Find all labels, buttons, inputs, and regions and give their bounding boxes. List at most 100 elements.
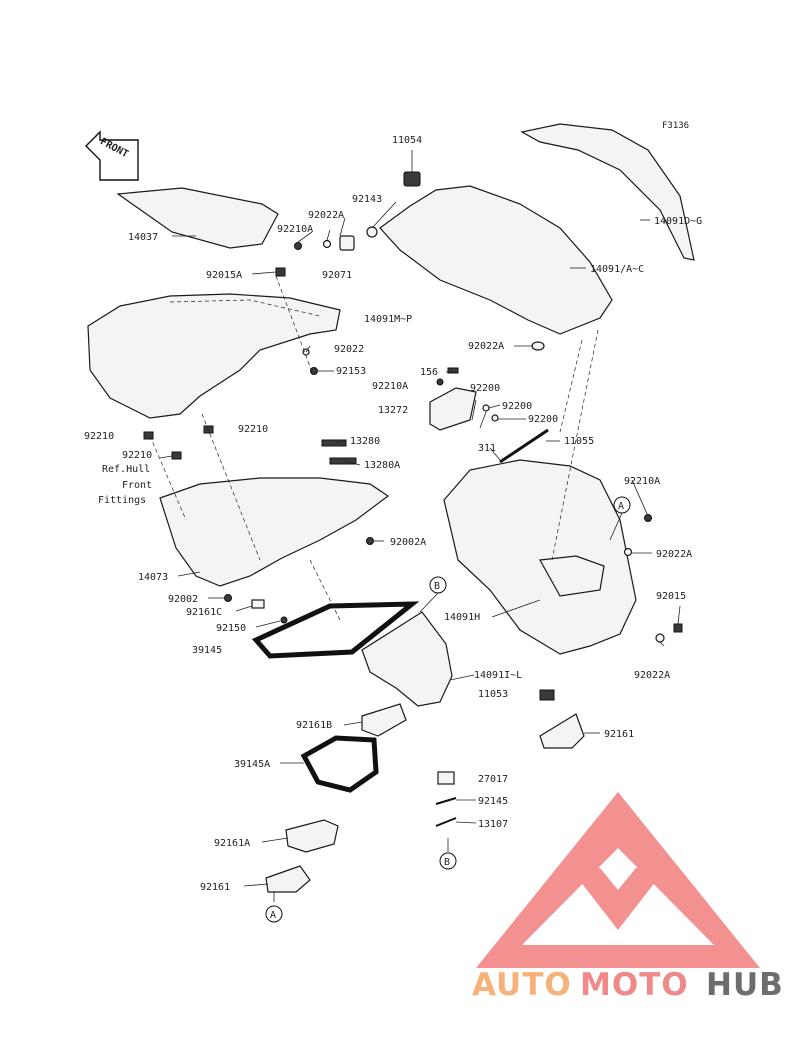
part-92161-pad-low [265, 865, 311, 893]
part-92210A-nut-mid [436, 378, 444, 386]
part-92022A-washer-right [623, 547, 633, 557]
part-92022A-washer-mid [531, 341, 545, 351]
callout-13107: 13107 [478, 819, 508, 830]
part-92002A-bolt [366, 537, 374, 545]
part-92071-bushing [339, 235, 355, 251]
part-14091H-hood [443, 459, 637, 655]
callout-14073: 14073 [138, 572, 168, 583]
callout-13280A: 13280A [364, 460, 400, 471]
callout-92161A: 92161A [214, 838, 250, 849]
callout-92015: 92015 [656, 591, 686, 602]
part-11053-stopper [539, 689, 555, 701]
part-92210A-nut-top [294, 242, 302, 250]
watermark-moto: MOTO [580, 967, 689, 1003]
watermark-logo [476, 792, 760, 968]
callout-92161B: 92161B [296, 720, 332, 731]
part-92210-nut-left [143, 431, 154, 440]
watermark-brand-text: AUTO MOTO HUB [472, 967, 784, 1003]
ref-hull-note-3: Fittings [98, 495, 146, 506]
callout-92145: 92145 [478, 796, 508, 807]
part-27017-block [437, 771, 455, 785]
part-92015-clip [673, 623, 683, 633]
callout-92210A-mid: 92210A [372, 381, 408, 392]
callout-14091H: 14091H [444, 612, 480, 623]
callout-39145: 39145 [192, 645, 222, 656]
callout-14091A-C: 14091/A~C [590, 264, 644, 275]
callout-92161C: 92161C [186, 607, 222, 618]
callout-92210-mid: 92210 [238, 424, 268, 435]
figure-code: F3136 [662, 121, 689, 131]
part-92210-nut-hull [171, 451, 182, 460]
part-13280A-plate [329, 457, 357, 465]
front-direction-arrow: FRONT [85, 130, 139, 181]
part-92161B-pad [361, 703, 407, 737]
part-11055-rod [499, 428, 549, 464]
callout-92210-left: 92210 [84, 431, 114, 442]
callout-92022: 92022 [334, 344, 364, 355]
callout-92161-right: 92161 [604, 729, 634, 740]
part-92200-washer-b [491, 414, 499, 422]
callout-92210-hull: 92210 [122, 450, 152, 461]
callout-92022A-low: 92022A [634, 670, 670, 681]
part-14037-cover [116, 187, 279, 249]
marker-B-top: B [434, 581, 440, 592]
leader-lines [149, 150, 681, 902]
callout-92200-c: 92200 [528, 414, 558, 425]
callout-92200-a: 92200 [470, 383, 500, 394]
callout-92150: 92150 [216, 623, 246, 634]
part-39145A-gasket [300, 735, 379, 793]
part-14091H-insert [539, 555, 605, 597]
callout-39145A: 39145A [234, 759, 270, 770]
part-92015A-clip [275, 267, 286, 277]
part-92161-pad-right [539, 713, 585, 749]
part-156-screw [447, 367, 459, 374]
callout-14091I-L: 14091I~L [474, 670, 522, 681]
watermark-auto: AUTO [472, 967, 572, 1003]
part-92153-bolt [310, 367, 318, 375]
part-92022A-washer-top [322, 239, 332, 249]
callout-92200-b: 92200 [502, 401, 532, 412]
part-92200-washer-a [482, 404, 490, 412]
callout-11053: 11053 [478, 689, 508, 700]
part-14091A-C-upper-cover [379, 185, 613, 335]
callout-92015A: 92015A [206, 270, 242, 281]
callout-92002: 92002 [168, 594, 198, 605]
marker-B-bottom: B [444, 857, 450, 868]
ref-hull-note-1: Ref.Hull [102, 464, 150, 475]
part-11054-grommet [403, 171, 421, 187]
callout-labels: 11054 92143 92022A 92210A 92071 14037 14… [84, 135, 702, 893]
part-92210A-nut-right [644, 514, 652, 522]
callout-92002A: 92002A [390, 537, 426, 548]
part-92002-bolt [224, 594, 232, 602]
part-13107-pin [435, 817, 457, 827]
callout-92161-low: 92161 [200, 882, 230, 893]
callout-92071: 92071 [322, 270, 352, 281]
ref-hull-note-2: Front [122, 480, 152, 491]
part-13272-bracket [429, 387, 477, 431]
callout-14037: 14037 [128, 232, 158, 243]
callout-92022A-mid: 92022A [468, 341, 504, 352]
callout-13272: 13272 [378, 405, 408, 416]
callout-14091M-P: 14091M~P [364, 314, 412, 325]
callout-311: 311 [478, 443, 496, 454]
part-92022A-washer-low [655, 633, 665, 643]
callout-27017: 27017 [478, 774, 508, 785]
part-92145-spring [435, 797, 457, 805]
part-14073-lower-cover [159, 477, 390, 587]
callout-11054: 11054 [392, 135, 422, 146]
callout-92210A-top: 92210A [277, 224, 313, 235]
part-92161C-pad [251, 599, 265, 609]
watermark-hub: HUB [706, 967, 784, 1003]
callout-14091D-G: 14091D~G [654, 216, 702, 227]
callout-92022A-top: 92022A [308, 210, 344, 221]
part-14091I-L-cover [361, 611, 453, 707]
part-92150-bolt [280, 616, 288, 624]
callout-156: 156 [420, 367, 438, 378]
marker-A-top: A [618, 501, 624, 512]
callout-92153: 92153 [336, 366, 366, 377]
part-92143-collar [366, 226, 378, 238]
callout-11055: 11055 [564, 436, 594, 447]
part-13280-plate [321, 439, 347, 447]
